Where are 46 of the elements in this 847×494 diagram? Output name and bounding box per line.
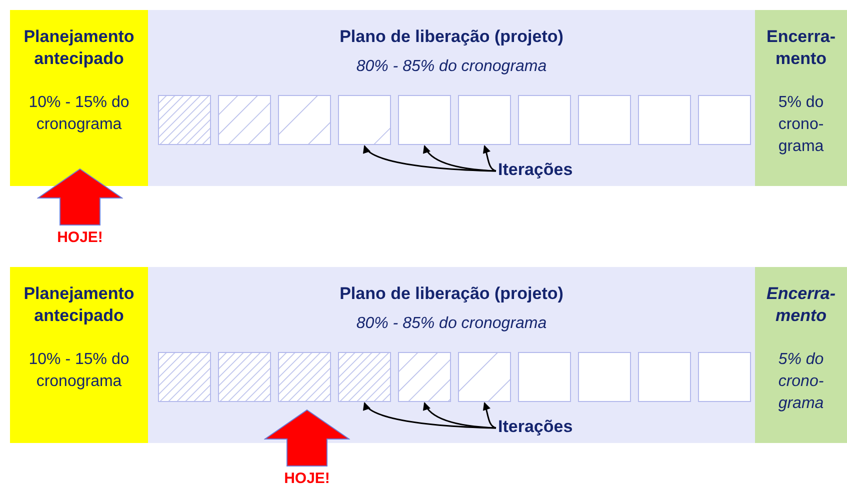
iteration-square: [698, 352, 751, 402]
phase-share-text: 80% - 85% do cronograma: [355, 57, 548, 77]
phase-band: [10, 267, 148, 443]
curved-arrow: [482, 145, 496, 172]
iteration-square: [638, 352, 691, 402]
iteration-square: [398, 95, 451, 145]
iteration-square: [698, 95, 751, 145]
phase-share-text: 5% do crono-grama: [777, 93, 825, 157]
iteration-square: [458, 95, 511, 145]
phase-title: Encerra-mento: [766, 283, 836, 327]
phase-band: [755, 10, 847, 186]
iteration-square: [218, 352, 271, 402]
phase-share-text: 80% - 85% do cronograma: [355, 314, 548, 334]
phase-band: [755, 267, 847, 443]
today-label: HOJE!: [284, 470, 330, 487]
curved-arrow: [424, 402, 496, 429]
iteration-square: [578, 95, 631, 145]
phase-title: Planejamento antecipado: [22, 26, 136, 70]
iteration-square: [158, 95, 211, 145]
iteration-square: [218, 95, 271, 145]
phase-band: [10, 10, 148, 186]
iteration-square: [518, 95, 571, 145]
iteration-square: [638, 95, 691, 145]
phase-title: Plano de liberação (projeto): [338, 26, 564, 48]
phase-title: Planejamento antecipado: [22, 283, 136, 327]
iteration-square: [338, 352, 391, 402]
phase-share-text: 5% do crono-grama: [777, 350, 825, 414]
phase-band: [148, 267, 755, 443]
phase-band: [148, 10, 755, 186]
iteration-square: [158, 352, 211, 402]
iteration-square: [278, 352, 331, 402]
phase-title: Encerra-mento: [766, 26, 836, 70]
phase-share-text: 10% - 15% do cronograma: [28, 350, 130, 392]
iteration-square: [338, 95, 391, 145]
iterations-label: Iterações: [498, 417, 573, 437]
curved-arrow: [482, 402, 496, 429]
iteration-square: [458, 352, 511, 402]
iterations-label: Iterações: [498, 160, 573, 180]
iteration-square: [398, 352, 451, 402]
phase-title: Plano de liberação (projeto): [338, 283, 564, 305]
phase-share-text: 10% - 15% do cronograma: [28, 93, 130, 135]
today-label: HOJE!: [57, 229, 103, 246]
iteration-square: [278, 95, 331, 145]
iteration-square: [518, 352, 571, 402]
iteration-square: [578, 352, 631, 402]
curved-arrow: [424, 145, 496, 172]
